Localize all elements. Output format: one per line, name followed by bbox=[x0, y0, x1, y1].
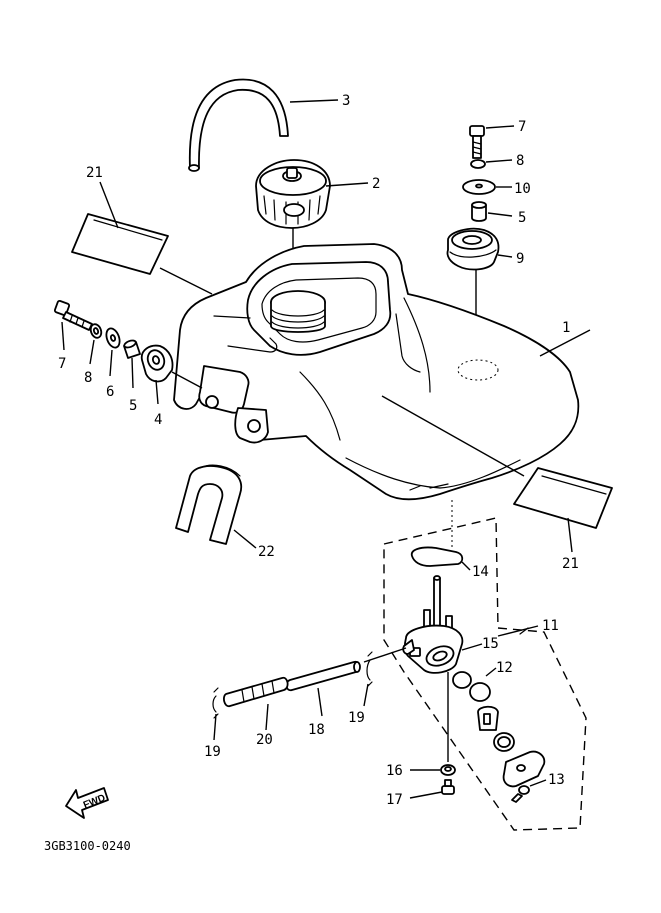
breather-hose-part-3 bbox=[188, 78, 289, 172]
callout-7-left: 7 bbox=[58, 356, 66, 372]
protector-part-22 bbox=[175, 464, 243, 545]
clip-part-19-right bbox=[366, 651, 373, 687]
callout-16: 16 bbox=[386, 763, 403, 779]
bolt-part-17 bbox=[441, 779, 455, 795]
fuel-cock-washer bbox=[493, 732, 515, 752]
callout-13: 13 bbox=[548, 772, 565, 788]
decal-part-21-left bbox=[71, 213, 169, 275]
callout-19-left: 19 bbox=[204, 744, 221, 760]
callout-21-right: 21 bbox=[562, 556, 579, 572]
callout-3: 3 bbox=[342, 93, 350, 109]
decal-part-21-right bbox=[513, 467, 613, 529]
washer-part-16 bbox=[440, 764, 456, 776]
collar-part-5-upper bbox=[471, 201, 487, 222]
callout-14: 14 bbox=[472, 564, 489, 580]
callout-20: 20 bbox=[256, 732, 273, 748]
packing-part-15 bbox=[452, 671, 472, 689]
callout-2: 2 bbox=[372, 176, 380, 192]
damper-part-9 bbox=[446, 227, 500, 271]
clip-part-19-left bbox=[212, 687, 219, 719]
callout-11: 11 bbox=[542, 618, 559, 634]
bolt-part-7-upper bbox=[469, 125, 485, 159]
plate-washer-part-10 bbox=[462, 179, 496, 195]
plate-washer-part-6 bbox=[105, 327, 121, 349]
collar-part-5-left bbox=[123, 339, 141, 359]
fuel-pipe-part-18 bbox=[285, 660, 361, 692]
washer-part-8-left bbox=[89, 323, 103, 339]
fuel-cock-body bbox=[402, 575, 464, 674]
callout-12: 12 bbox=[496, 660, 513, 676]
fuel-tank-part-1 bbox=[173, 243, 580, 501]
bolt-part-7-left bbox=[53, 299, 93, 331]
diagram-reference-code: 3GB3100-0240 bbox=[44, 839, 131, 853]
o-ring-part-12 bbox=[469, 682, 491, 702]
fuel-cock-plate bbox=[502, 750, 546, 788]
callout-15: 15 bbox=[482, 636, 499, 652]
callout-4: 4 bbox=[154, 412, 162, 428]
callout-21-left: 21 bbox=[86, 165, 103, 181]
callout-8-left: 8 bbox=[84, 370, 92, 386]
callout-1: 1 bbox=[562, 320, 570, 336]
callout-5-right: 5 bbox=[518, 210, 526, 226]
callout-6: 6 bbox=[106, 384, 114, 400]
callout-19-right: 19 bbox=[348, 710, 365, 726]
callout-5-left: 5 bbox=[129, 398, 137, 414]
callout-22: 22 bbox=[258, 544, 275, 560]
fuel-cock-lever bbox=[477, 705, 499, 731]
damper-part-4 bbox=[140, 344, 174, 383]
callout-9: 9 bbox=[516, 251, 524, 267]
callout-8-right: 8 bbox=[516, 153, 524, 169]
washer-part-8-upper bbox=[470, 159, 486, 169]
pipe-protector-part-20 bbox=[223, 676, 289, 708]
callout-18: 18 bbox=[308, 722, 325, 738]
callout-10: 10 bbox=[514, 181, 531, 197]
gasket-part-14 bbox=[410, 546, 464, 567]
callout-17: 17 bbox=[386, 792, 403, 808]
forward-arrow-icon: FWD bbox=[65, 787, 109, 819]
callout-7-right: 7 bbox=[518, 119, 526, 135]
fuel-cap-part-2 bbox=[255, 159, 331, 229]
screw-part-13 bbox=[511, 785, 530, 803]
